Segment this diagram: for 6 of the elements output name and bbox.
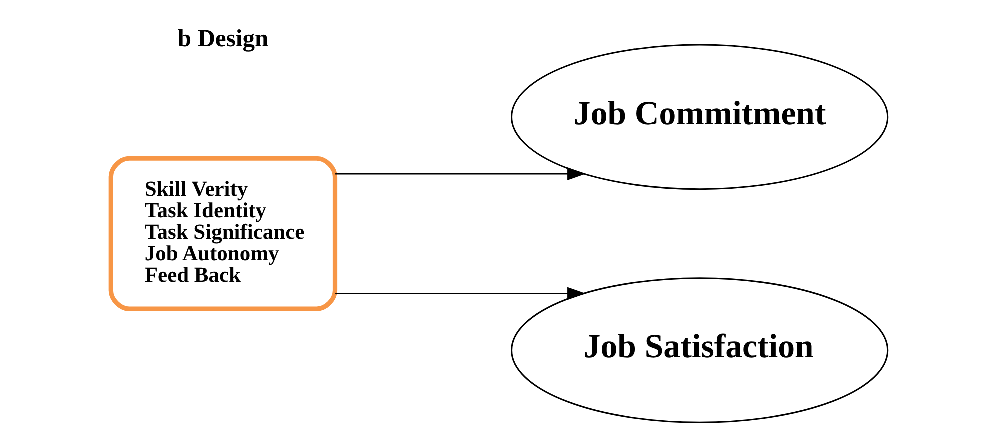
arrow [335,168,586,180]
arrow [335,287,586,300]
label: b Design [177,25,268,52]
node-ellipse: Job Satisfaction [510,278,888,424]
node-box: Skill Verity Task Identity Task Significance Job Autonomy Feed Back [108,156,338,312]
node-ellipse: Job Commitment [510,44,888,190]
